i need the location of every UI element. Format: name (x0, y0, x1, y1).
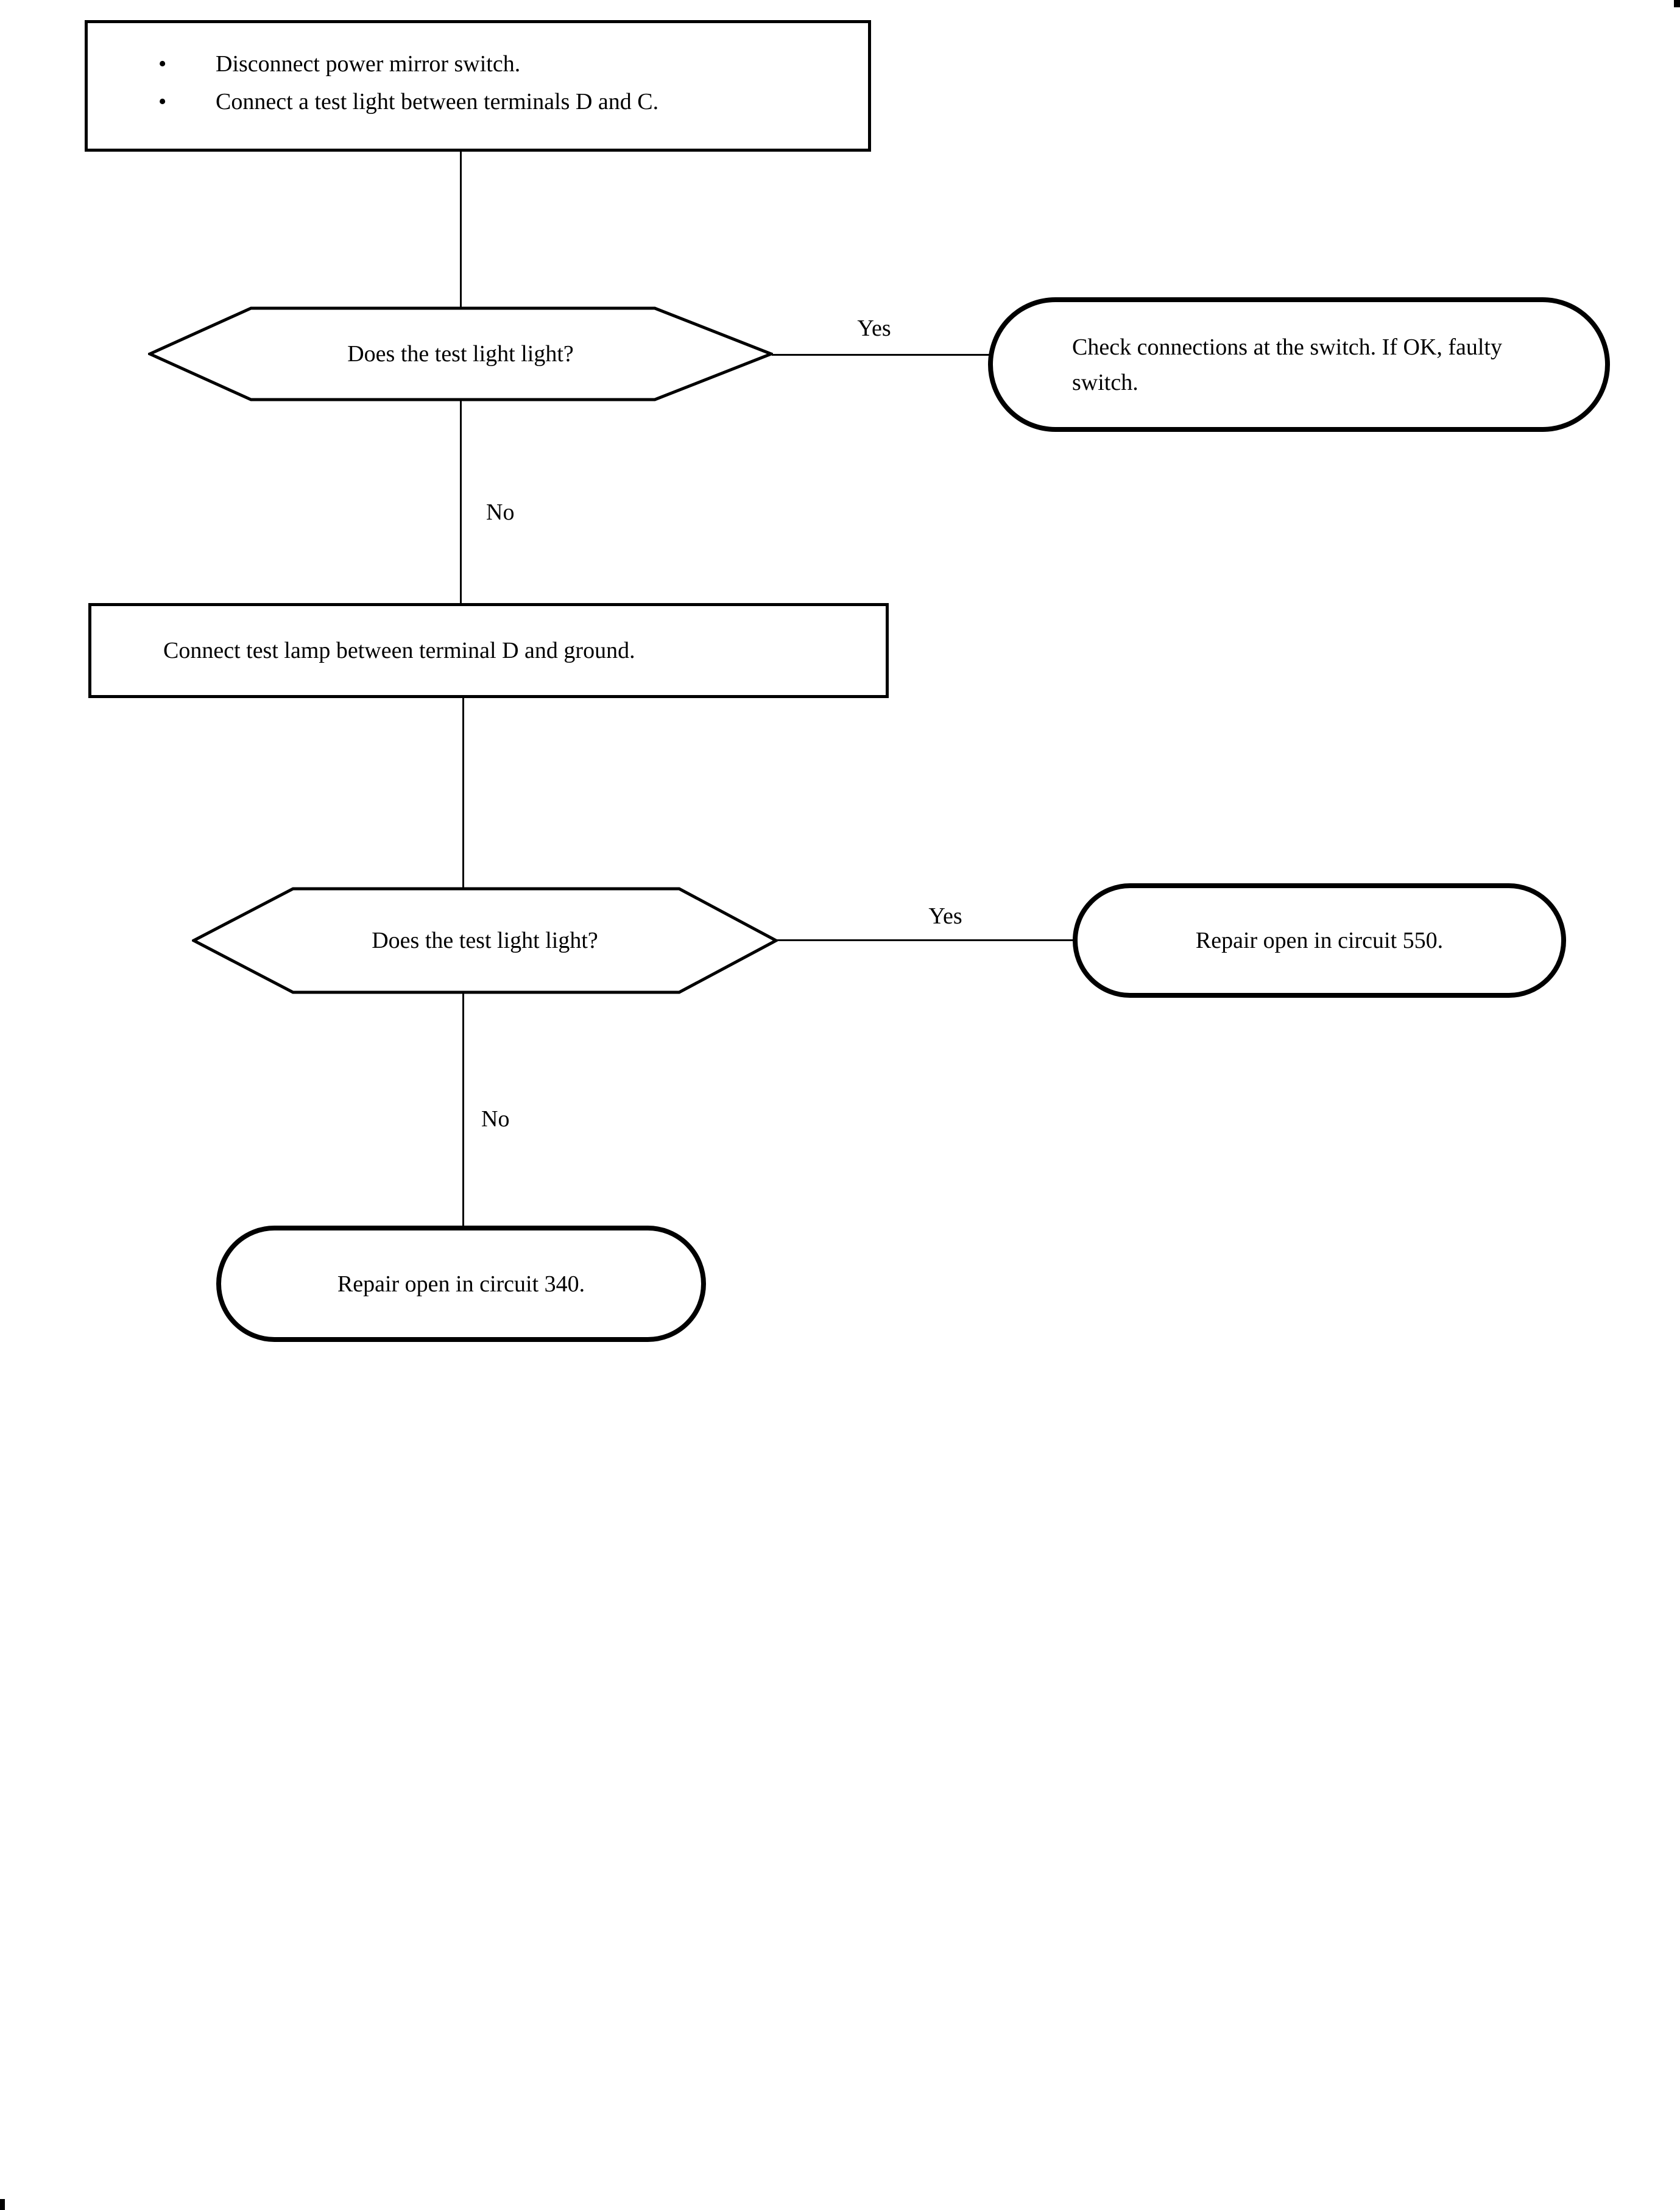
decision2-yes-label: Yes (928, 903, 962, 929)
scan-artifact-bottom-left (0, 2199, 5, 2210)
hexagon-shape (192, 887, 778, 994)
result-repair-340: Repair open in circuit 340. (216, 1226, 706, 1342)
result-check-connections: Check connections at the switch. If OK, … (988, 297, 1610, 432)
bullet-item: • Connect a test light between terminals… (158, 83, 856, 121)
scan-artifact-top-right (1674, 0, 1680, 7)
hexagon-shape (148, 306, 773, 401)
connector-process2-to-decision2 (462, 697, 464, 889)
bullet-text: Disconnect power mirror switch. (216, 51, 521, 77)
process-connect-test-lamp: Connect test lamp between terminal D and… (88, 603, 889, 698)
decision1-question: Does the test light light? (347, 341, 574, 367)
process-connect-test-lamp-text: Connect test lamp between terminal D and… (163, 638, 635, 663)
connector-decision1-no (460, 400, 462, 604)
bullet-icon: • (158, 51, 167, 77)
bullet-text: Connect a test light between terminals D… (216, 89, 659, 115)
result-repair-340-text: Repair open in circuit 340. (337, 1271, 585, 1297)
bullet-icon: • (158, 89, 167, 115)
decision2-question: Does the test light light? (372, 928, 598, 953)
decision1-no-label: No (486, 500, 515, 525)
decision2-hexagon: Does the test light light? (192, 887, 778, 994)
decision2-no-label: No (481, 1106, 510, 1132)
connector-decision1-yes (772, 354, 989, 356)
result-check-connections-text: Check connections at the switch. If OK, … (1072, 334, 1502, 395)
connector-decision2-no (462, 993, 464, 1227)
decision1-hexagon: Does the test light light? (148, 306, 773, 401)
decision1-yes-label: Yes (857, 316, 891, 341)
start-process-box: • Disconnect power mirror switch. • Conn… (85, 20, 871, 152)
connector-decision2-yes (777, 939, 1074, 941)
connector-start-to-decision1 (460, 150, 462, 309)
bullet-item: • Disconnect power mirror switch. (158, 45, 856, 83)
result-repair-550-text: Repair open in circuit 550. (1195, 928, 1444, 953)
result-repair-550: Repair open in circuit 550. (1073, 883, 1566, 998)
